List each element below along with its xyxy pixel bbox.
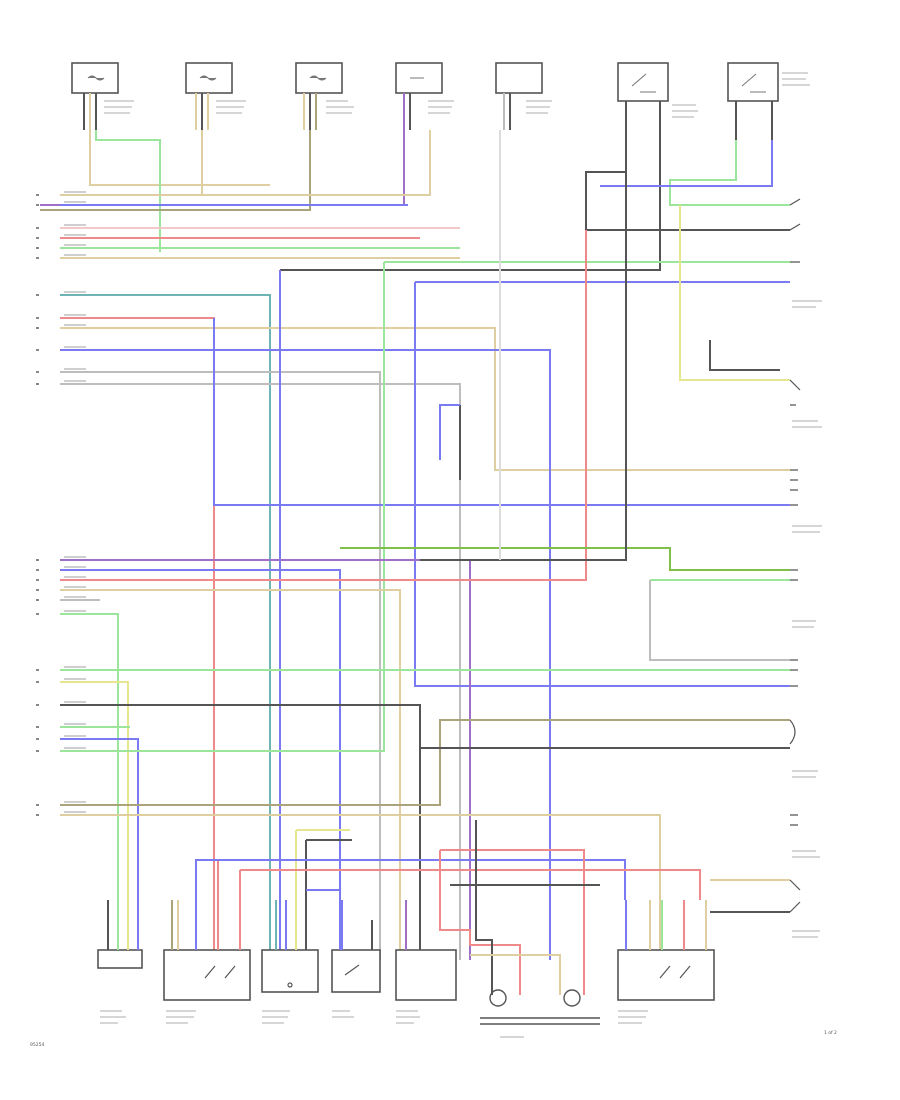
coolant-fans bbox=[480, 989, 600, 1025]
switch-box-1 bbox=[617, 62, 669, 102]
top-pins bbox=[83, 93, 773, 140]
page-reference: 1 of 2 bbox=[824, 1030, 837, 1036]
top-box-glyphs bbox=[87, 73, 766, 93]
bottom-switch-glyphs bbox=[204, 964, 691, 988]
relay-box-1 bbox=[163, 949, 251, 1001]
fan-motor-2 bbox=[563, 989, 581, 1007]
caption-marks bbox=[100, 72, 822, 1038]
sensor-box bbox=[395, 949, 457, 1001]
bottom-pins bbox=[107, 830, 707, 950]
bottom-components bbox=[97, 949, 715, 1001]
left-pin-markers bbox=[36, 194, 39, 816]
relay-box-2 bbox=[617, 949, 715, 1001]
figure-id: 95254 bbox=[30, 1042, 44, 1048]
right-side-wires bbox=[439, 130, 790, 560]
top-components bbox=[71, 62, 779, 102]
electronic-control-box bbox=[261, 949, 319, 993]
lower-loops bbox=[195, 820, 790, 995]
component-box-5 bbox=[495, 62, 543, 94]
switch-box-2 bbox=[727, 62, 779, 102]
right-connectors bbox=[789, 198, 801, 913]
top-wires bbox=[40, 130, 790, 271]
harness-wires-lower bbox=[60, 140, 790, 960]
left-wire-tags bbox=[64, 191, 86, 813]
fan-motor-1 bbox=[489, 989, 507, 1007]
switch-box-3 bbox=[331, 949, 381, 993]
engine-control-unit-box bbox=[97, 949, 143, 969]
